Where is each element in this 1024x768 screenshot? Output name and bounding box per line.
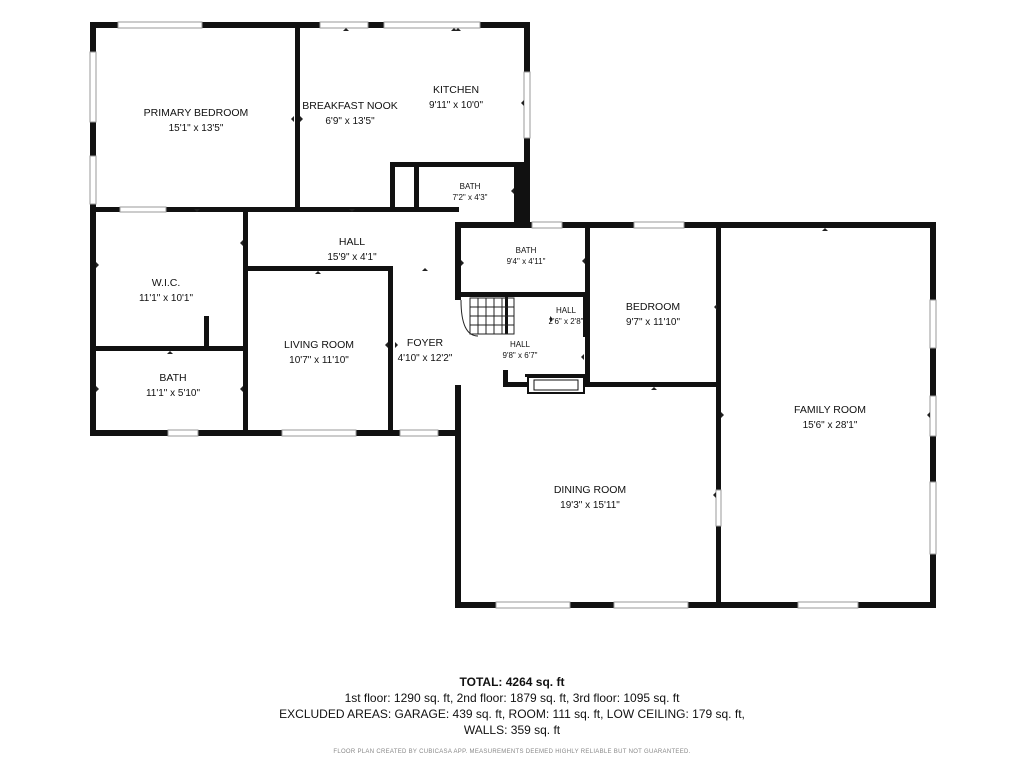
room-dims-wic: 11'1" x 10'1" [139, 293, 194, 304]
room-name-bedroom: BEDROOM [626, 301, 680, 313]
room-dims-bath-lower: 11'1" x 5'10" [146, 388, 201, 399]
room-dims-primary-bedroom: 15'1" x 13'5" [169, 123, 224, 134]
room-dims-bedroom: 9'7" x 11'10" [626, 317, 681, 328]
room-dims-kitchen: 9'11" x 10'0" [429, 100, 484, 111]
room-name-wic: W.I.C. [152, 277, 181, 289]
room-name-bath-upper: BATH [460, 182, 481, 191]
room-dims-dining-room: 19'3" x 15'11" [560, 500, 620, 511]
walls-area: WALLS: 359 sq. ft [463, 723, 561, 737]
room-dims-bath-upper: 7'2" x 4'3" [453, 193, 488, 202]
walls [90, 22, 936, 608]
room-name-bath-mid: BATH [516, 246, 537, 255]
room-name-family-room: FAMILY ROOM [794, 404, 866, 416]
disclaimer: FLOOR PLAN CREATED BY CUBICASA APP. MEAS… [333, 749, 691, 755]
room-name-hall-lower: HALL [510, 340, 531, 349]
room-dims-hall-upper: 15'9" x 4'1" [327, 252, 377, 263]
room-labels: PRIMARY BEDROOM 15'1" x 13'5" BREAKFAST … [139, 84, 866, 511]
floor-areas: 1st floor: 1290 sq. ft, 2nd floor: 1879 … [344, 691, 680, 705]
room-name-breakfast-nook: BREAKFAST NOOK [302, 100, 398, 112]
door-markers [96, 28, 930, 498]
room-dims-family-room: 15'6" x 28'1" [803, 420, 858, 431]
room-name-primary-bedroom: PRIMARY BEDROOM [144, 107, 249, 119]
excluded-areas: EXCLUDED AREAS: GARAGE: 439 sq. ft, ROOM… [279, 707, 745, 721]
staircase [460, 297, 515, 337]
room-dims-breakfast-nook: 6'9" x 13'5" [325, 116, 375, 127]
room-name-hall-upper: HALL [339, 236, 365, 248]
room-name-kitchen: KITCHEN [433, 84, 479, 96]
area-summary: TOTAL: 4264 sq. ft 1st floor: 1290 sq. f… [0, 674, 1024, 756]
room-name-hall-small: HALL [556, 306, 577, 315]
room-dims-living-room: 10'7" x 11'10" [289, 355, 349, 366]
room-dims-foyer: 4'10" x 12'2" [398, 353, 453, 364]
room-name-living-room: LIVING ROOM [284, 339, 354, 351]
total-area: TOTAL: 4264 sq. ft [459, 675, 565, 689]
room-dims-bath-mid: 9'4" x 4'11" [507, 257, 546, 266]
room-name-dining-room: DINING ROOM [554, 484, 626, 496]
room-name-bath-lower: BATH [159, 372, 186, 384]
room-dims-hall-small: 2'6" x 2'8" [549, 317, 584, 326]
room-dims-hall-lower: 9'8" x 6'7" [503, 351, 538, 360]
windows [89, 21, 937, 609]
room-name-foyer: FOYER [407, 337, 444, 349]
